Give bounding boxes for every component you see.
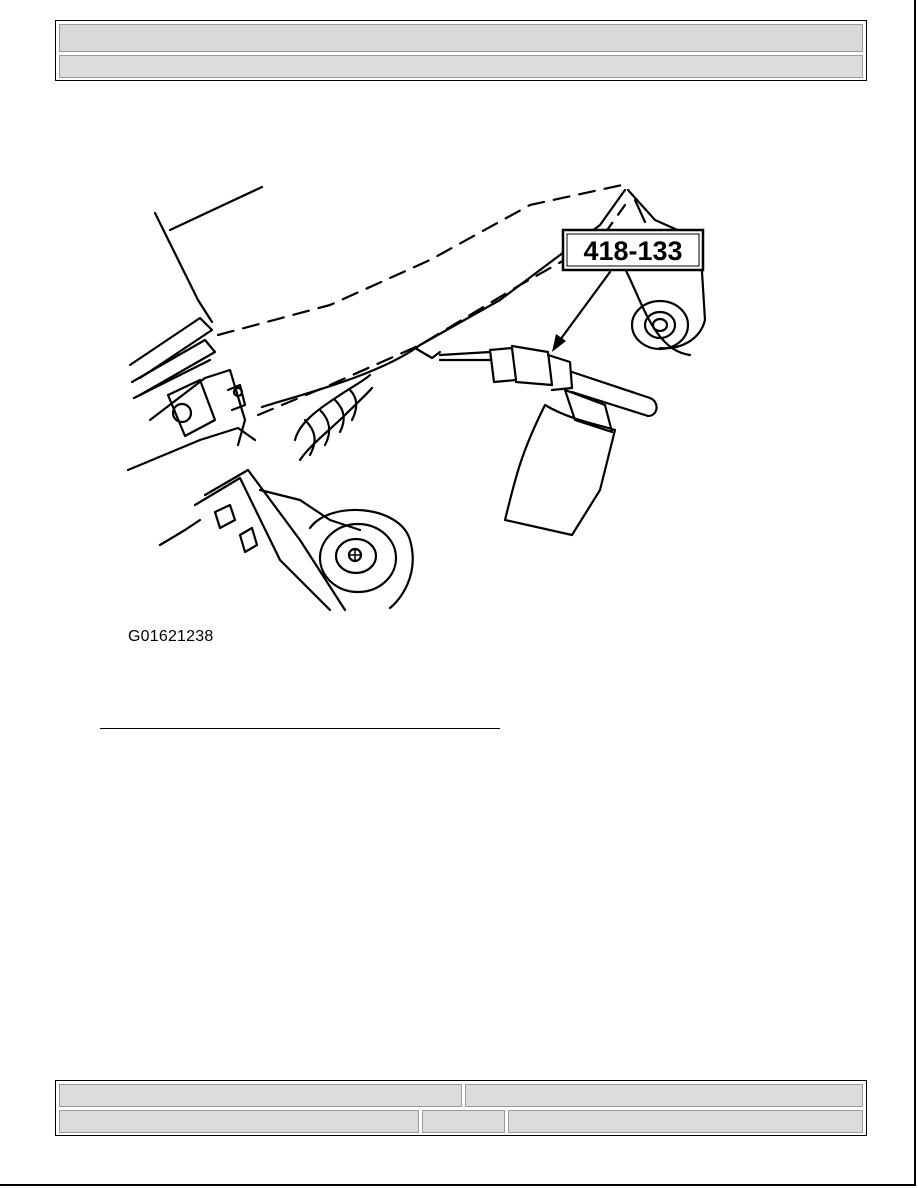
footer-table — [55, 1080, 867, 1136]
footer-cell-2 — [465, 1084, 863, 1107]
footer-cell-5 — [508, 1110, 863, 1133]
footer-cell-4 — [422, 1110, 505, 1133]
header-table — [55, 20, 867, 81]
footer-cell-1 — [59, 1084, 462, 1107]
tool-callout-box — [561, 228, 705, 272]
header-subtitle — [59, 55, 863, 78]
tool-callout-label: 418-133 — [583, 236, 682, 266]
technical-illustration: 418-133 — [126, 183, 707, 612]
figure-id: G01621238 — [128, 628, 214, 645]
header-title — [59, 24, 863, 52]
footer-cell-3 — [59, 1110, 419, 1133]
divider — [100, 728, 500, 729]
